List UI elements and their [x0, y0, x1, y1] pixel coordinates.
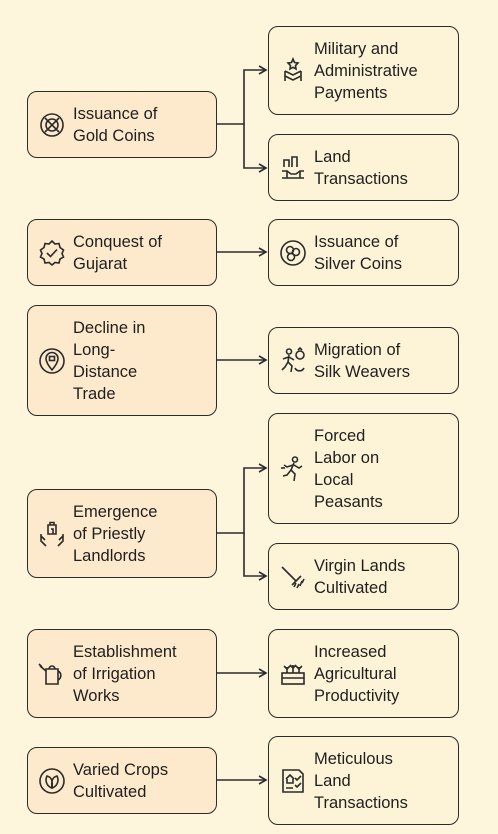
- cause-varied-crops: Varied Crops Cultivated: [27, 747, 217, 814]
- soldier-rank-icon: [278, 56, 308, 86]
- hands-temple-icon: [37, 519, 67, 549]
- cause-priestly-landlords: Emergence of Priestly Landlords: [27, 489, 217, 578]
- cause-label: Varied Crops Cultivated: [73, 760, 169, 801]
- cause-decline-trade: Decline in Long- Distance Trade: [27, 305, 217, 416]
- cause-label: Decline in Long- Distance Trade: [73, 318, 146, 403]
- effect-label: Issuance of Silver Coins: [314, 232, 403, 273]
- effect-label: Land Transactions: [314, 147, 408, 188]
- cause-label: Conquest of Gujarat: [73, 232, 162, 273]
- land-deal-icon: [278, 153, 308, 183]
- crop-box-icon: [278, 659, 308, 689]
- effect-label: Forced Labor on Local Peasants: [314, 426, 383, 511]
- cause-label: Issuance of Gold Coins: [73, 104, 158, 145]
- effect-land-transactions: Land Transactions: [268, 134, 459, 201]
- connector-landlords-to-labor: [216, 463, 268, 534]
- effect-virgin-lands: Virgin Lands Cultivated: [268, 543, 459, 610]
- coins-icon: [278, 238, 308, 268]
- effect-label: Virgin Lands Cultivated: [314, 556, 406, 597]
- connector-gold-to-military: [216, 65, 268, 125]
- effect-label: Meticulous Land Transactions: [314, 749, 408, 812]
- effect-label: Military and Administrative Payments: [314, 39, 418, 102]
- cause-conquest-gujarat: Conquest of Gujarat: [27, 219, 217, 286]
- effect-meticulous-transactions: Meticulous Land Transactions: [268, 736, 459, 825]
- effect-label: Migration of Silk Weavers: [314, 340, 410, 381]
- effect-label: Increased Agricultural Productivity: [314, 642, 400, 705]
- connector-landlords-to-virgin: [243, 533, 268, 581]
- watering-can-icon: [37, 659, 67, 689]
- effect-silver-coins: Issuance of Silver Coins: [268, 219, 459, 286]
- cause-label: Emergence of Priestly Landlords: [73, 502, 158, 565]
- rake-icon: [278, 562, 308, 592]
- check-badge-icon: [37, 238, 67, 268]
- cause-label: Establishment of Irrigation Works: [73, 642, 177, 705]
- connector-gold-to-land: [243, 124, 268, 173]
- effect-agricultural-productivity: Increased Agricultural Productivity: [268, 629, 459, 718]
- cause-irrigation-works: Establishment of Irrigation Works: [27, 629, 217, 718]
- effect-forced-labor: Forced Labor on Local Peasants: [268, 413, 459, 524]
- effect-military-payments: Military and Administrative Payments: [268, 26, 459, 115]
- running-person-icon: [278, 454, 308, 484]
- leaf-icon: [37, 766, 67, 796]
- location-pin-icon: [37, 346, 67, 376]
- effect-silk-weavers: Migration of Silk Weavers: [268, 327, 459, 394]
- cause-gold-coins: Issuance of Gold Coins: [27, 91, 217, 158]
- walking-person-icon: [278, 346, 308, 376]
- land-document-icon: [278, 766, 308, 796]
- no-coins-icon: [37, 110, 67, 140]
